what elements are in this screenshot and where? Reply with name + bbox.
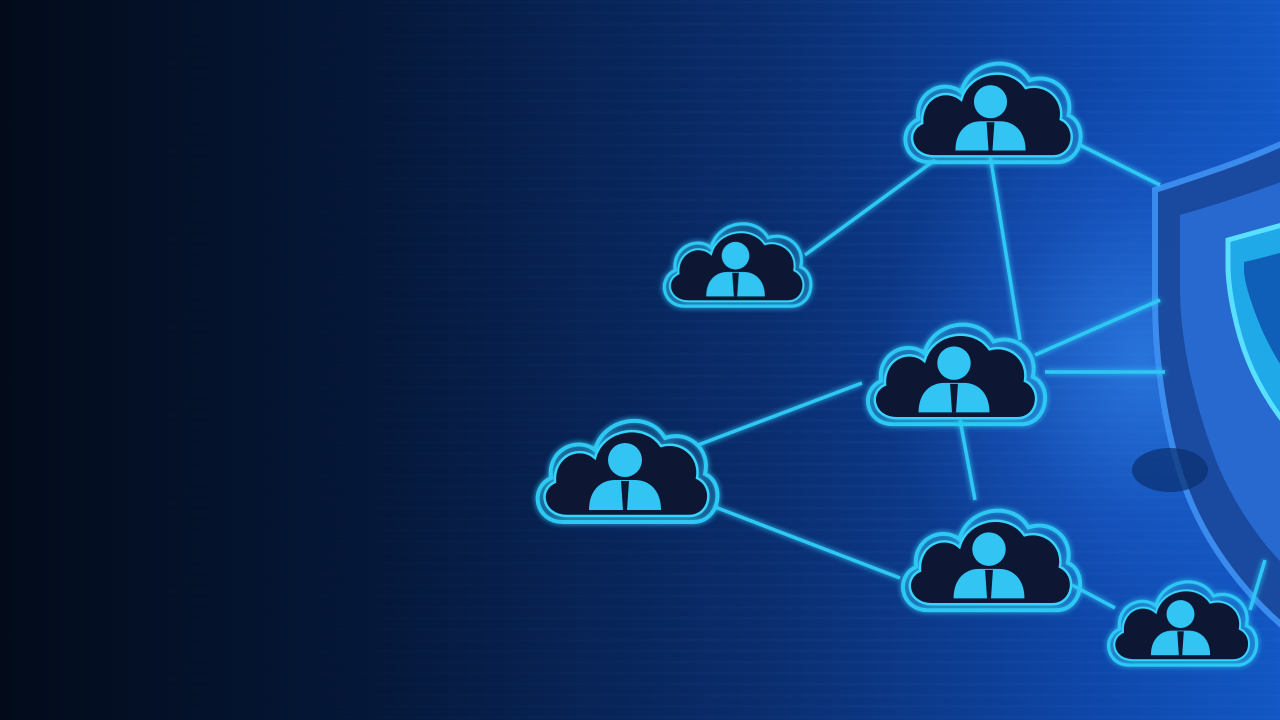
cloud-user-node — [903, 61, 1083, 165]
connection-lines — [697, 143, 1267, 611]
cloud-user-node — [662, 222, 813, 308]
cloud-user-node — [901, 508, 1083, 613]
shield-icon — [1132, 141, 1280, 628]
cloud-user-node — [535, 418, 720, 524]
cloud-user-node — [1106, 580, 1259, 667]
